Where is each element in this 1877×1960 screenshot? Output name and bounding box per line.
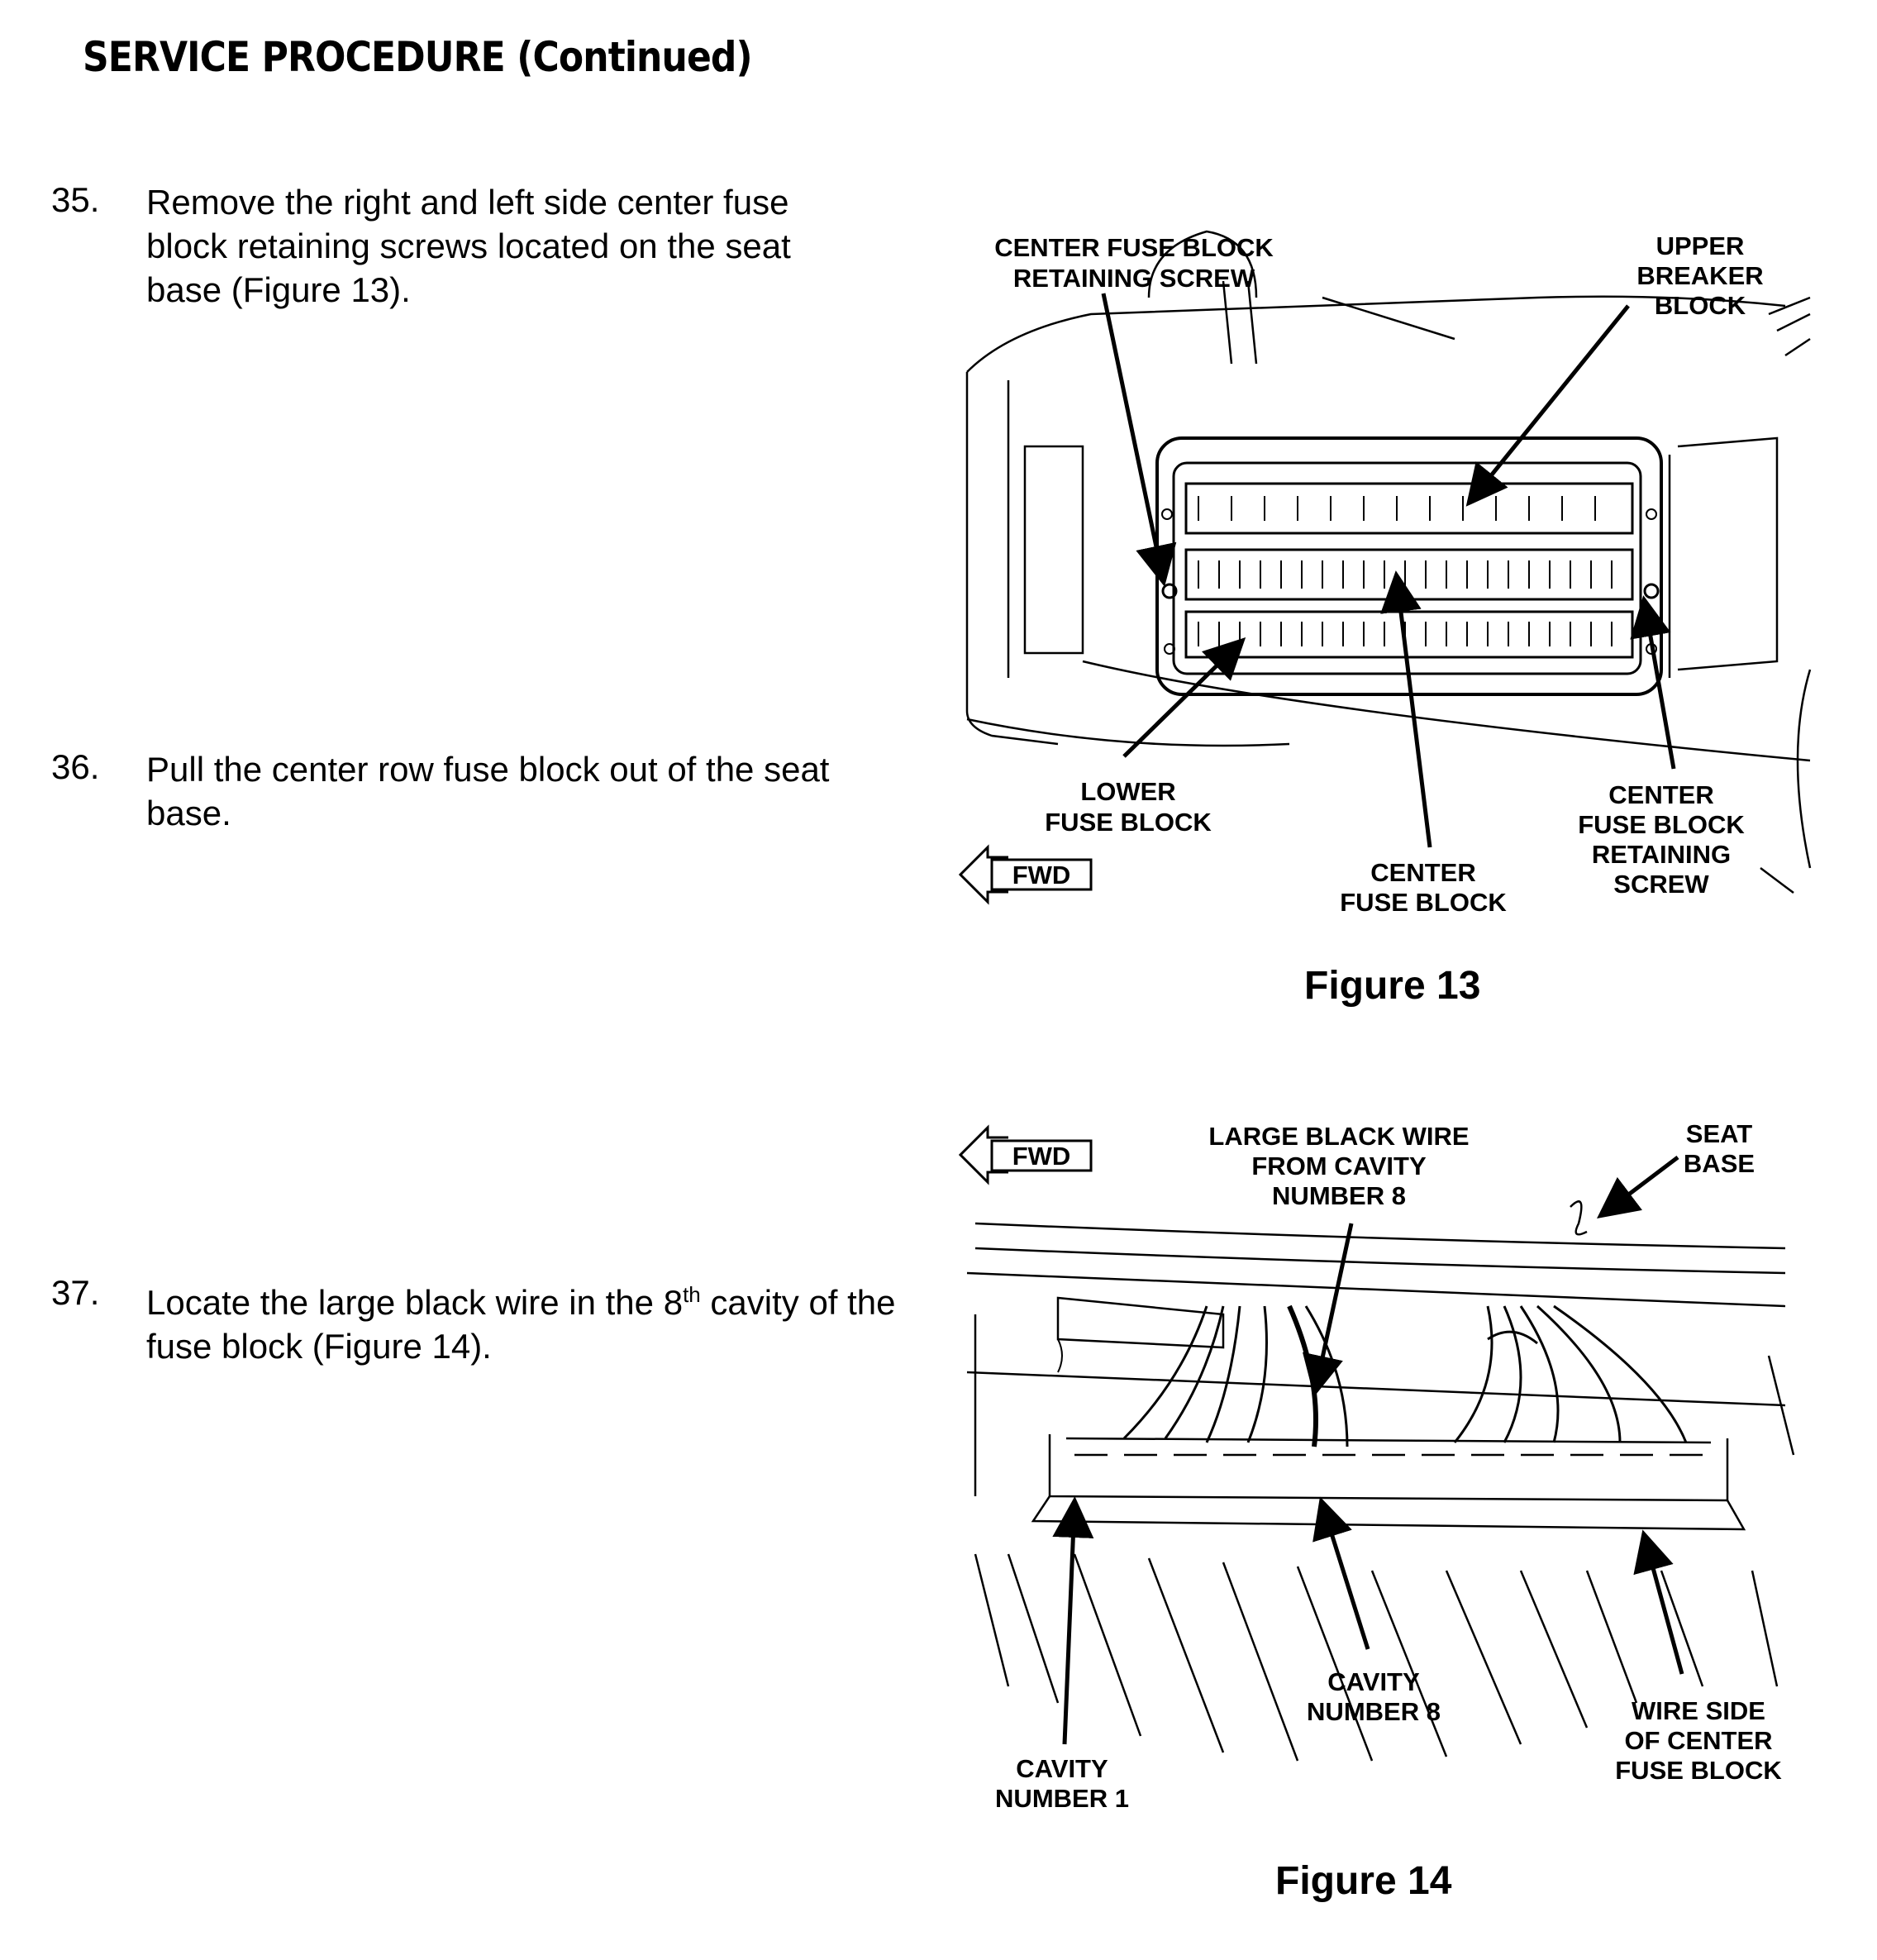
label-screw-right-line2: FUSE BLOCK bbox=[1578, 810, 1745, 839]
center-fuse-block bbox=[1184, 548, 1634, 601]
label-cav1-line2: NUMBER 1 bbox=[995, 1784, 1129, 1813]
label-screw-top-line2: RETAINING SCREW bbox=[1013, 264, 1255, 293]
figure-13-diagram: CENTER FUSE BLOCK RETAINING SCREW UPPER … bbox=[959, 230, 1812, 917]
label-wireside-line2: OF CENTER bbox=[1624, 1726, 1772, 1755]
label-lower-line1: LOWER bbox=[1080, 777, 1175, 806]
step-35-number: 35. bbox=[51, 180, 100, 219]
wire-bundle bbox=[1122, 1304, 1688, 1447]
label-lower-line2: FUSE BLOCK bbox=[1045, 808, 1212, 837]
label-cav1-line1: CAVITY bbox=[1016, 1754, 1108, 1783]
figure-14-caption: Figure 14 bbox=[1275, 1859, 1452, 1903]
label-screw-right-line4: SCREW bbox=[1613, 870, 1709, 899]
label-wire-line1: LARGE BLACK WIRE bbox=[1208, 1122, 1469, 1151]
label-cav8-line2: NUMBER 8 bbox=[1307, 1697, 1441, 1726]
upper-breaker-block bbox=[1184, 482, 1634, 535]
label-wireside-line1: WIRE SIDE bbox=[1632, 1696, 1765, 1725]
fwd-arrow-icon: FWD bbox=[959, 844, 1093, 905]
label-upper-line2: BREAKER bbox=[1636, 261, 1763, 290]
figure-13-caption: Figure 13 bbox=[1304, 964, 1481, 1008]
label-wireside-line3: FUSE BLOCK bbox=[1615, 1756, 1782, 1785]
label-center-line1: CENTER bbox=[1370, 858, 1475, 887]
fwd-label-fig14: FWD bbox=[1012, 1142, 1071, 1171]
seat-base-illustration bbox=[966, 1222, 1795, 1762]
page-heading: SERVICE PROCEDURE (Continued) bbox=[83, 33, 753, 81]
callout-arrows bbox=[1101, 293, 1676, 848]
step-37-number: 37. bbox=[51, 1273, 100, 1312]
fwd-arrow-icon: FWD bbox=[959, 1124, 1093, 1185]
label-upper-line1: UPPER bbox=[1656, 231, 1745, 260]
right-retaining-screw bbox=[1643, 583, 1660, 599]
fwd-label-fig13: FWD bbox=[1012, 861, 1071, 889]
label-seat-line2: BASE bbox=[1684, 1149, 1755, 1178]
callout-arrows bbox=[1052, 1156, 1684, 1745]
label-screw-right-line1: CENTER bbox=[1608, 780, 1713, 809]
label-screw-top-line1: CENTER FUSE BLOCK bbox=[994, 233, 1274, 262]
label-wire-line3: NUMBER 8 bbox=[1272, 1181, 1406, 1210]
lower-fuse-block bbox=[1184, 610, 1634, 659]
step-36-text: Pull the center row fuse block out of th… bbox=[146, 750, 830, 832]
step-37-text: Locate the large black wire in the 8th c… bbox=[146, 1282, 896, 1366]
label-upper-line3: BLOCK bbox=[1655, 291, 1746, 320]
step-35-text: Remove the right and left side center fu… bbox=[146, 183, 791, 309]
figure-14-diagram: FWD LARGE BLACK WIRE FROM CAVITY NUMBER … bbox=[959, 1119, 1795, 1813]
label-cav8-line1: CAVITY bbox=[1327, 1667, 1420, 1696]
label-screw-right-line3: RETAINING bbox=[1592, 840, 1731, 869]
label-seat-line1: SEAT bbox=[1686, 1119, 1752, 1148]
fuse-panel bbox=[1155, 436, 1663, 696]
seat-base-illustration bbox=[965, 230, 1812, 894]
label-wire-line2: FROM CAVITY bbox=[1251, 1152, 1427, 1180]
step-36-number: 36. bbox=[51, 747, 100, 786]
label-center-line2: FUSE BLOCK bbox=[1340, 888, 1507, 917]
